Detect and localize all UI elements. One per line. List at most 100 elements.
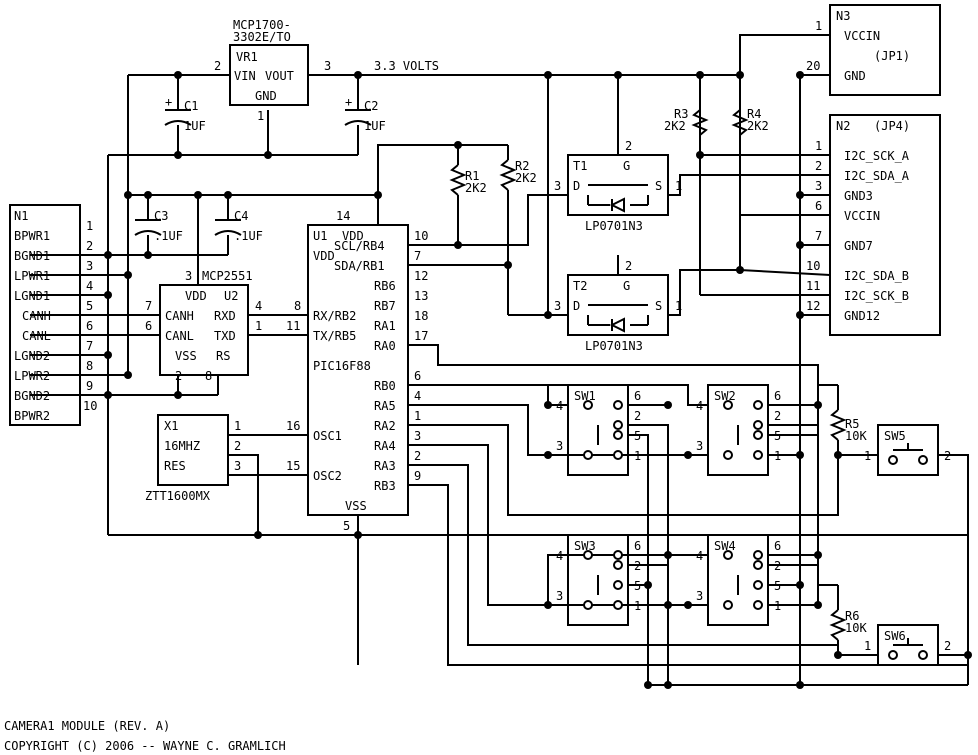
u1-pin-num: 16 — [286, 419, 300, 433]
u1-pin-label: RA4 — [374, 439, 396, 453]
pin-circles — [583, 400, 928, 660]
t1-ref: T1 — [573, 159, 587, 173]
u2-pin-vss: 2 — [175, 369, 182, 383]
sw-pin-num: 5 — [634, 579, 641, 593]
x1-pin2: 2 — [234, 439, 241, 453]
u1-pin-label: RA5 — [374, 399, 396, 413]
r3-ref: R3 — [674, 107, 688, 121]
u2-rs: RS — [216, 349, 230, 363]
n1-pin-num: 1 — [86, 219, 93, 233]
c3-ref: C3 — [154, 209, 168, 223]
u1-pin-num: 1 — [414, 409, 421, 423]
c4-value: .1UF — [234, 229, 263, 243]
resistor-zigzags — [449, 109, 847, 641]
u1-pin-num: 7 — [414, 249, 421, 263]
n1-pin-num: 5 — [86, 299, 93, 313]
junction-dots — [104, 71, 972, 689]
u1-pin-num: 13 — [414, 289, 428, 303]
sw-pin-num: 3 — [556, 589, 563, 603]
u1-pin-label: TX/RB5 — [313, 329, 356, 343]
u1-pin-num: 4 — [414, 389, 421, 403]
u2-txd: TXD — [214, 329, 236, 343]
sw-pin-num: 3 — [556, 439, 563, 453]
x1-part: ZTT1600MX — [145, 489, 211, 503]
n1-pin-num: 10 — [83, 399, 97, 413]
n2-pin-label: VCCIN — [844, 209, 880, 223]
n2-pin-num: 11 — [806, 279, 820, 293]
u1-pin-label: RX/RB2 — [313, 309, 356, 323]
vr1-gnd: GND — [255, 89, 277, 103]
sw-pin-num: 2 — [634, 409, 641, 423]
sw5-pin1: 1 — [864, 449, 871, 463]
r1-ref: R1 — [465, 169, 479, 183]
sw5-ref: SW5 — [884, 429, 906, 443]
t1-part: LP0701N3 — [585, 219, 643, 233]
t2-pin-source: 1 — [675, 299, 682, 313]
sw-pin-num: 6 — [774, 539, 781, 553]
u2-canl: CANL — [165, 329, 194, 343]
c2-plus: + — [345, 95, 352, 109]
u1-pin-label: RB0 — [374, 379, 396, 393]
u1-pin-label: RB6 — [374, 279, 396, 293]
sw-pin-num: 6 — [634, 389, 641, 403]
c1-plus: + — [165, 95, 172, 109]
vr1-part2: 3302E/TO — [233, 30, 291, 44]
n1-pin-label: BGND2 — [14, 389, 50, 403]
vr1-pin-gnd: 1 — [257, 109, 264, 123]
n2-pin-num: 7 — [815, 229, 822, 243]
u1-pin-label: SCL/RB4 — [334, 239, 385, 253]
n2-pins: I2C_SCK_A I2C_SDA_A GND3 VCCIN GND7 I2C_… — [806, 139, 910, 323]
u1-pin-vdd: 14 — [336, 209, 350, 223]
sw2-ref: SW2 — [714, 389, 736, 403]
n2-pin-num: 6 — [815, 199, 822, 213]
c4-ref: C4 — [234, 209, 248, 223]
t1-pin-drain: 3 — [554, 179, 561, 193]
u1-pin-num: 10 — [414, 229, 428, 243]
n2-sub: (JP4) — [874, 119, 910, 133]
t1-source: S — [655, 179, 662, 193]
n1-pin-num: 9 — [86, 379, 93, 393]
wires — [30, 34, 969, 686]
r2-value: 2K2 — [515, 171, 537, 185]
n2-pin-label: GND7 — [844, 239, 873, 253]
n3-ref: N3 — [836, 9, 850, 23]
u1-pin-num: 9 — [414, 469, 421, 483]
u1-pin-num: 8 — [294, 299, 301, 313]
u1-pin-label: RA0 — [374, 339, 396, 353]
c2-ref: C2 — [364, 99, 378, 113]
u1-pin-num: 17 — [414, 329, 428, 343]
fet-internals — [587, 184, 649, 333]
u1-vdd: VDD — [342, 229, 364, 243]
sw4-ref: SW4 — [714, 539, 736, 553]
u1-pin-label: RB7 — [374, 299, 396, 313]
sw-pin-num: 4 — [556, 549, 563, 563]
n3-pin-num: 1 — [815, 19, 822, 33]
n1-ref: N1 — [14, 209, 28, 223]
capacitor-plates — [134, 109, 372, 236]
u2-vss: VSS — [175, 349, 197, 363]
n2-pin-label: I2C_SDA_A — [844, 169, 910, 183]
u1-pin-label: RA3 — [374, 459, 396, 473]
c2-value: 1UF — [364, 119, 386, 133]
t1-drain: D — [573, 179, 580, 193]
u1-vdd2: VDD — [313, 249, 335, 263]
u1-part: PIC16F88 — [313, 359, 371, 373]
u1-pin-label: RB3 — [374, 479, 396, 493]
sw3-ref: SW3 — [574, 539, 596, 553]
sw6-ref: SW6 — [884, 629, 906, 643]
u2-part: MCP2551 — [202, 269, 253, 283]
u2-vdd: VDD — [185, 289, 207, 303]
vr1-pin-in: 2 — [214, 59, 221, 73]
title-line-1: CAMERA1 MODULE (REV. A) — [4, 719, 170, 733]
sw6-pin1: 1 — [864, 639, 871, 653]
sw-pin-num: 3 — [696, 439, 703, 453]
c1-ref: C1 — [184, 99, 198, 113]
u1-pin-num: 15 — [286, 459, 300, 473]
u1-pin-num: 3 — [414, 429, 421, 443]
sw-pin-num: 5 — [634, 429, 641, 443]
vr1-vin: VIN — [234, 69, 256, 83]
t2-drain: D — [573, 299, 580, 313]
u1-ref: U1 — [313, 229, 327, 243]
u1-pin-label: RA1 — [374, 319, 396, 333]
vr1-part: MCP1700- — [233, 18, 291, 32]
